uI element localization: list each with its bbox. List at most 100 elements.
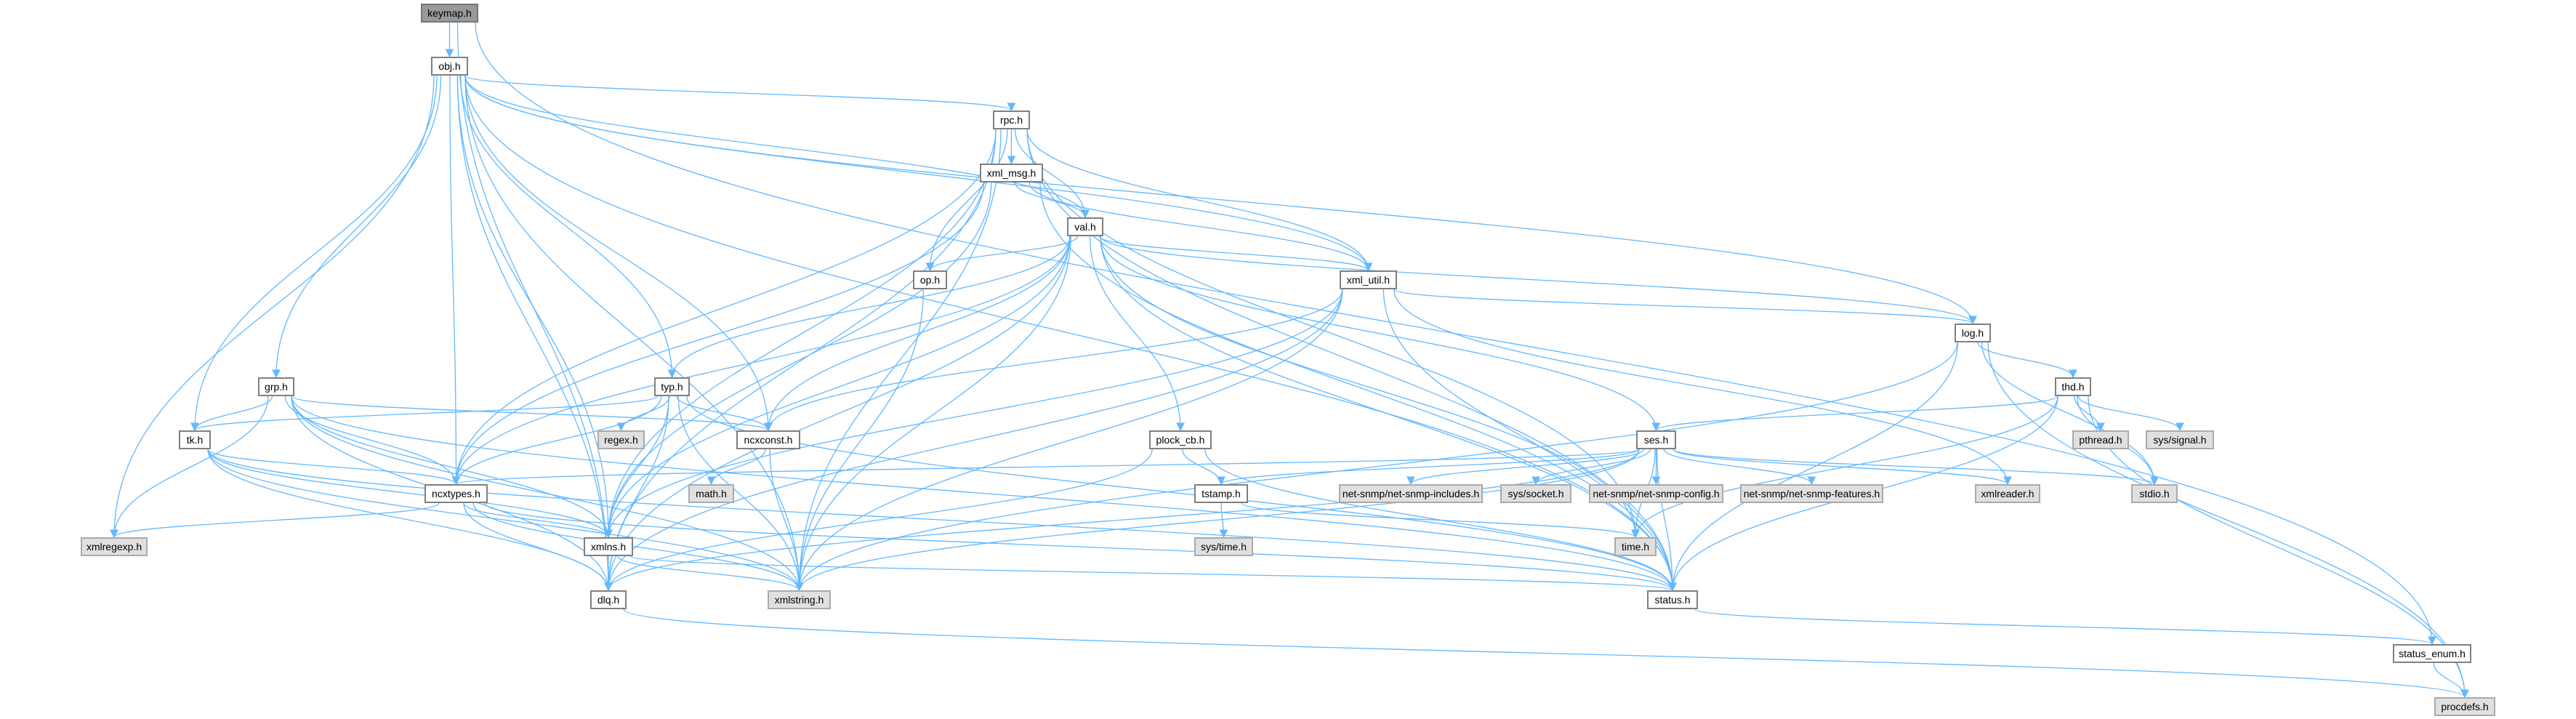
node-sys-socket[interactable]: sys/socket.h	[1500, 484, 1571, 503]
edge-ses-to-xmlreader	[1673, 449, 2012, 486]
node-thd[interactable]: thd.h	[2055, 377, 2091, 396]
edge-ncxtypes-to-xmlstring	[472, 502, 804, 592]
node-dlq[interactable]: dlq.h	[590, 590, 627, 609]
node-xml-msg[interactable]: xml_msg.h	[980, 164, 1043, 182]
node-xmlns[interactable]: xmlns.h	[584, 537, 633, 556]
edge-ncxconst-to-math	[707, 449, 766, 486]
edge-ncxtypes-to-dlq	[463, 502, 613, 592]
edge-tstamp-to-time	[1241, 502, 1640, 539]
node-typ[interactable]: typ.h	[654, 377, 690, 396]
edge-val-to-ses	[1100, 236, 1661, 432]
edge-val-to-xmlns	[604, 236, 1071, 539]
node-tstamp[interactable]: tstamp.h	[1194, 484, 1248, 503]
edge-xml-msg-to-ncxtypes	[451, 182, 984, 486]
node-grp[interactable]: grp.h	[258, 377, 294, 396]
node-xmlreader[interactable]: xmlreader.h	[1975, 484, 2040, 503]
node-log[interactable]: log.h	[1955, 324, 1991, 342]
node-obj[interactable]: obj.h	[431, 57, 468, 76]
edge-plock-cb-to-tstamp	[1182, 449, 1225, 486]
edge-obj-to-xmlregexp	[110, 75, 435, 539]
edge-log-to-procdefs	[1987, 342, 2469, 699]
edge-status-enum-to-procdefs	[2433, 662, 2469, 699]
edge-val-to-status	[1100, 236, 1677, 592]
edge-log-to-xmlstring	[794, 342, 1958, 592]
node-keymap[interactable]: keymap.h	[421, 4, 478, 23]
edge-grp-to-tk	[190, 395, 273, 432]
edge-ses-to-dlq	[604, 449, 1640, 592]
node-rpc[interactable]: rpc.h	[993, 111, 1030, 129]
node-status-enum[interactable]: status_enum.h	[2393, 644, 2471, 663]
edge-thd-to-sys-signal	[2077, 395, 2184, 432]
edge-grp-to-ncxconst	[291, 395, 773, 432]
edge-op-to-xmlstring	[794, 289, 925, 592]
edge-val-to-xml-util	[1098, 236, 1373, 272]
edge-ncxtypes-to-xmlregexp	[110, 502, 440, 539]
edge-log-to-thd	[1977, 342, 2077, 379]
edge-xml-msg-to-status	[1039, 182, 1677, 592]
node-ncxconst[interactable]: ncxconst.h	[736, 430, 800, 449]
edge-log-to-stdio	[1981, 342, 2159, 486]
edge-rpc-to-ncxtypes	[451, 129, 997, 486]
edge-val-to-xmlstring	[794, 236, 1071, 592]
node-math[interactable]: math.h	[688, 484, 734, 503]
edge-obj-to-log	[464, 75, 1977, 325]
edge-dlq-to-procdefs	[623, 608, 2469, 699]
node-op[interactable]: op.h	[913, 270, 947, 289]
edge-typ-to-ncxtypes	[451, 395, 662, 486]
node-sys-time[interactable]: sys/time.h	[1194, 537, 1253, 556]
node-procdefs[interactable]: procdefs.h	[2434, 697, 2495, 716]
edge-ncxtypes-to-xmlns	[463, 502, 613, 539]
node-tk[interactable]: tk.h	[179, 430, 211, 449]
edge-val-to-ncxconst	[764, 236, 1071, 432]
edge-ncxconst-to-xmlstring	[769, 449, 804, 592]
edge-obj-to-val	[464, 75, 1090, 219]
edge-val-to-time	[1100, 236, 1640, 539]
edge-xml-util-to-xmlreader	[1393, 289, 2012, 486]
edge-grp-to-xmlstring	[291, 395, 804, 592]
node-pthread[interactable]: pthread.h	[2072, 430, 2129, 449]
edge-log-to-status	[1668, 342, 1958, 592]
node-xmlstring[interactable]: xmlstring.h	[768, 590, 831, 609]
node-status[interactable]: status.h	[1647, 590, 1698, 609]
edge-xml-msg-to-val	[1014, 182, 1090, 219]
edge-ncxtypes-to-status	[484, 502, 1677, 592]
node-regex[interactable]: regex.h	[597, 430, 645, 449]
edge-thd-to-pthread	[2074, 395, 2105, 432]
edge-obj-to-status	[464, 75, 1677, 592]
node-nsnmp-cfg[interactable]: net-snmp/net-snmp-config.h	[1589, 484, 1723, 503]
node-time[interactable]: time.h	[1614, 537, 1657, 556]
node-plock-cb[interactable]: plock_cb.h	[1149, 430, 1212, 449]
node-sys-signal[interactable]: sys/signal.h	[2146, 430, 2214, 449]
edge-xml-util-to-log	[1393, 289, 1977, 325]
node-xml-util[interactable]: xml_util.h	[1340, 270, 1397, 289]
edge-rpc-to-xmlns	[604, 129, 997, 539]
edge-rpc-to-op	[925, 129, 1008, 272]
edge-ses-to-nsnmp-feat	[1663, 449, 1816, 486]
node-stdio[interactable]: stdio.h	[2131, 484, 2178, 503]
node-ncxtypes[interactable]: ncxtypes.h	[424, 484, 488, 503]
edge-grp-to-xmlregexp	[110, 395, 269, 539]
edge-obj-to-typ	[460, 75, 677, 379]
edge-ses-to-nsnmp-inc	[1406, 449, 1645, 486]
edge-xml-util-to-ncxconst	[764, 289, 1343, 432]
node-val[interactable]: val.h	[1067, 217, 1103, 236]
edge-ses-to-xmlstring	[794, 449, 1640, 592]
edge-ses-to-status	[1656, 449, 1677, 592]
node-ses[interactable]: ses.h	[1636, 430, 1676, 449]
node-nsnmp-inc[interactable]: net-snmp/net-snmp-includes.h	[1339, 484, 1483, 503]
edge-rpc-to-val	[1014, 129, 1090, 219]
node-xmlregexp[interactable]: xmlregexp.h	[81, 537, 148, 556]
edge-ses-to-sys-socket	[1531, 449, 1651, 486]
edge-rpc-to-xml-util	[1026, 129, 1373, 272]
edge-grp-to-xmlns	[291, 395, 613, 539]
edge-grp-to-ncxtypes	[284, 395, 461, 486]
edge-rpc-to-xmlstring	[794, 129, 1002, 592]
edge-val-to-log	[1100, 236, 1977, 325]
edge-tstamp-to-sys-time	[1219, 502, 1228, 539]
edge-obj-to-tk	[190, 75, 438, 432]
edge-obj-to-grp	[272, 75, 442, 379]
node-nsnmp-feat[interactable]: net-snmp/net-snmp-features.h	[1740, 484, 1883, 503]
edge-ses-to-tstamp	[1217, 449, 1640, 486]
edge-xmlns-to-status	[629, 555, 1677, 592]
